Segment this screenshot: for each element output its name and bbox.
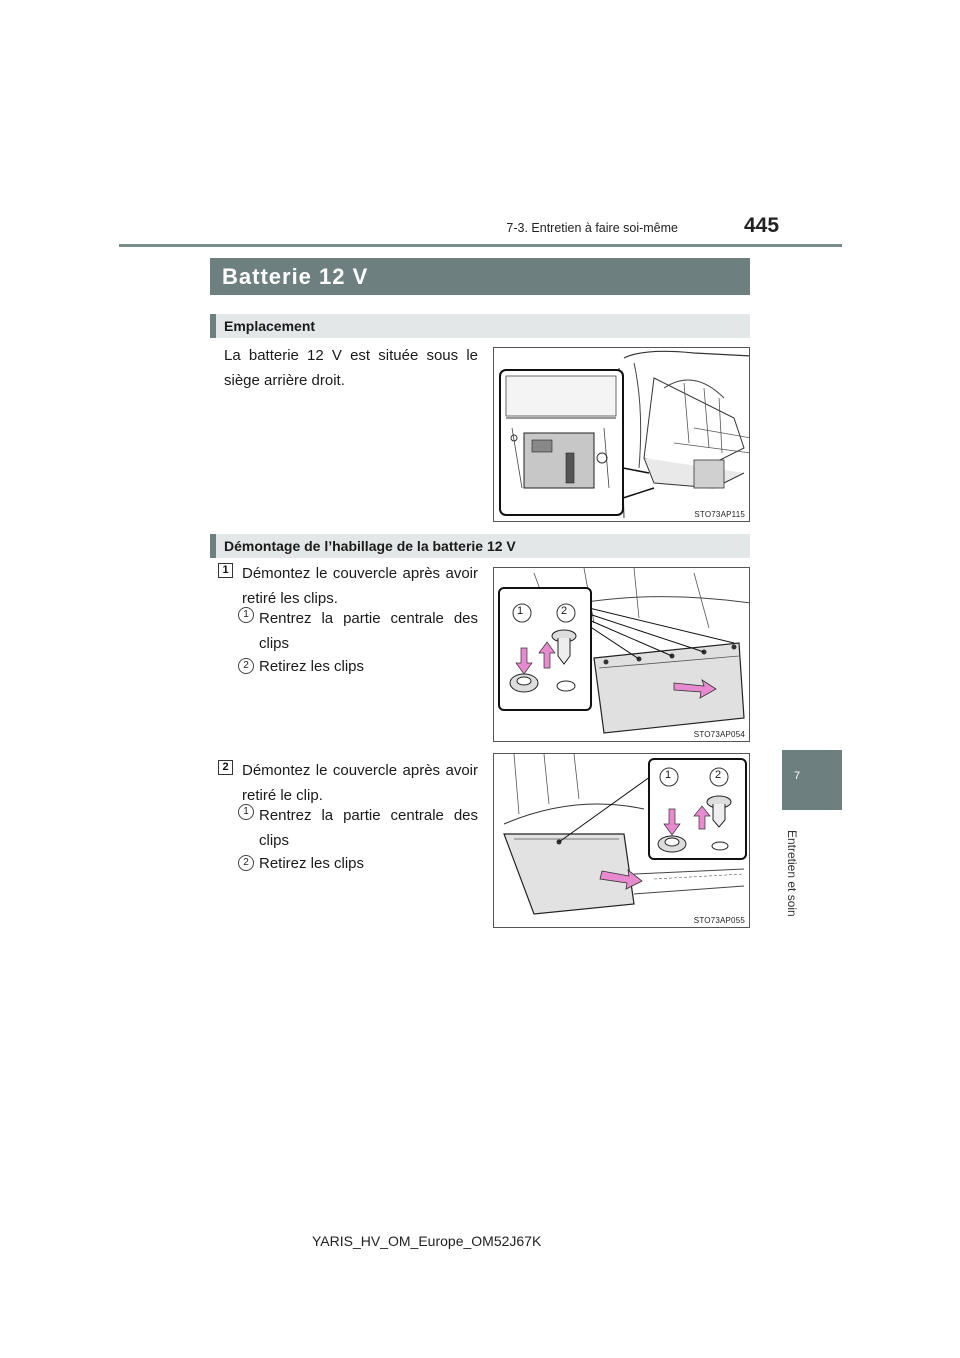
location-text: La batterie 12 V est située sous le sièg…: [224, 347, 478, 389]
step-1-substep-1-text: Rentrez la partie centrale des clips: [259, 610, 478, 652]
step-1-substep-2-marker: 2: [238, 658, 254, 674]
document-footer: YARIS_HV_OM_Europe_OM52J67K: [312, 1233, 542, 1249]
page-title: Batterie 12 V: [222, 264, 369, 289]
removal-heading: Démontage de l’habillage de la batterie …: [224, 538, 516, 554]
figure-label-2: 2: [715, 769, 722, 781]
chapter-tab-label: Entretien et soin: [785, 830, 799, 917]
step-number-1: 1: [218, 563, 233, 578]
chapter-tab-number: 7: [793, 770, 801, 782]
step-1-figure: 1 2 STO73AP054: [493, 567, 750, 742]
figure-label-1: 1: [665, 769, 672, 781]
step-2-substep-2-marker: 2: [238, 855, 254, 871]
removal-heading-bar: [210, 534, 750, 558]
header-rule: [119, 244, 842, 247]
step-2-substep-1-marker: 1: [238, 804, 254, 820]
cover-clips-illustration: [498, 568, 749, 734]
step-1-substep-1-marker: 1: [238, 607, 254, 623]
location-heading: Emplacement: [224, 318, 316, 334]
step-2-substep-1-text: Rentrez la partie centrale des clips: [259, 807, 478, 849]
page-number: 445: [744, 214, 780, 237]
figure-code: STO73AP054: [693, 730, 745, 739]
chapter-tab: [782, 750, 842, 810]
seat-battery-illustration: [499, 350, 749, 519]
step-2-text: Démontez le couvercle après avoir retiré…: [242, 762, 478, 804]
step-1-text: Démontez le couvercle après avoir retiré…: [242, 565, 478, 607]
location-figure: STO73AP115: [493, 347, 750, 522]
figure-label-2: 2: [561, 605, 568, 617]
header-section-title: 7-3. Entretien à faire soi-même: [506, 221, 678, 235]
step-1-substep-2-text: Retirez les clips: [259, 658, 365, 675]
step-2-substep-2-text: Retirez les clips: [259, 855, 365, 872]
location-heading-bar: [210, 314, 750, 338]
side-cover-clip-illustration: [503, 754, 747, 915]
step-number-2: 2: [218, 760, 233, 775]
figure-code: STO73AP115: [694, 510, 745, 519]
title-bar: [210, 258, 750, 295]
figure-code: STO73AP055: [693, 916, 745, 925]
step-2-figure: 1 2 STO73AP055: [493, 753, 750, 928]
figure-label-1: 1: [517, 605, 524, 617]
